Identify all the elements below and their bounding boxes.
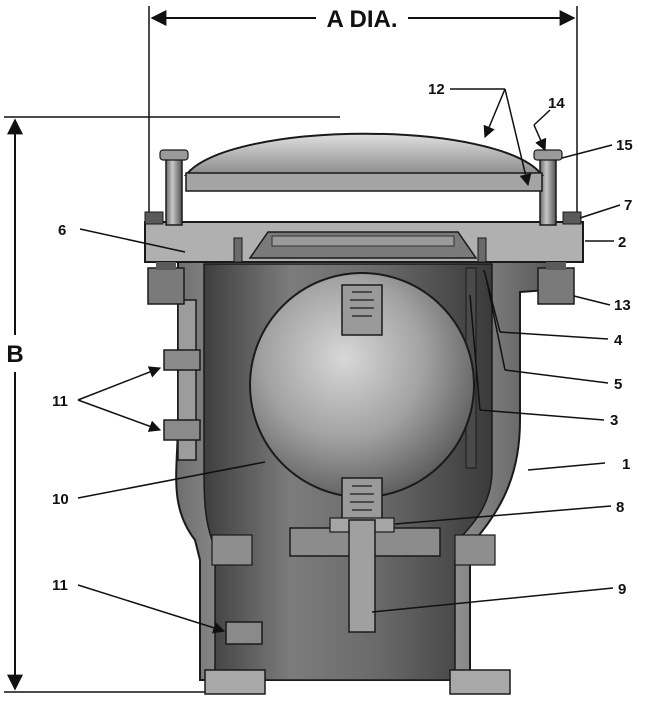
cover-flange xyxy=(144,221,584,263)
float-ball xyxy=(249,272,475,525)
callout-7: 7 xyxy=(624,197,632,214)
callout-8: 8 xyxy=(616,499,624,516)
callout-10: 10 xyxy=(52,491,69,508)
callout-11-upper: 11 xyxy=(52,393,68,410)
callout-11-lower: 11 xyxy=(52,577,68,594)
callout-13: 13 xyxy=(614,297,631,314)
dimension-b-label: B xyxy=(6,341,23,368)
hood xyxy=(183,132,545,192)
studs xyxy=(144,149,582,305)
callout-4: 4 xyxy=(614,332,623,349)
guide-stem xyxy=(289,517,441,633)
callout-15: 15 xyxy=(616,137,633,154)
dimension-a-label: A DIA. xyxy=(326,6,397,33)
callout-labels: 1 2 3 4 5 6 7 8 9 10 11 11 12 13 14 15 xyxy=(52,81,633,598)
callout-5: 5 xyxy=(614,376,622,393)
callout-1: 1 xyxy=(622,456,630,473)
callout-6: 6 xyxy=(58,222,66,239)
callout-14: 14 xyxy=(548,95,565,112)
port-plugs xyxy=(163,349,263,645)
callout-3: 3 xyxy=(610,412,618,429)
leader-lines xyxy=(77,88,621,634)
dimension-b xyxy=(4,116,340,693)
callout-9: 9 xyxy=(618,581,626,598)
callout-2: 2 xyxy=(618,234,626,251)
dimension-a xyxy=(148,6,578,222)
callout-12: 12 xyxy=(428,81,445,98)
